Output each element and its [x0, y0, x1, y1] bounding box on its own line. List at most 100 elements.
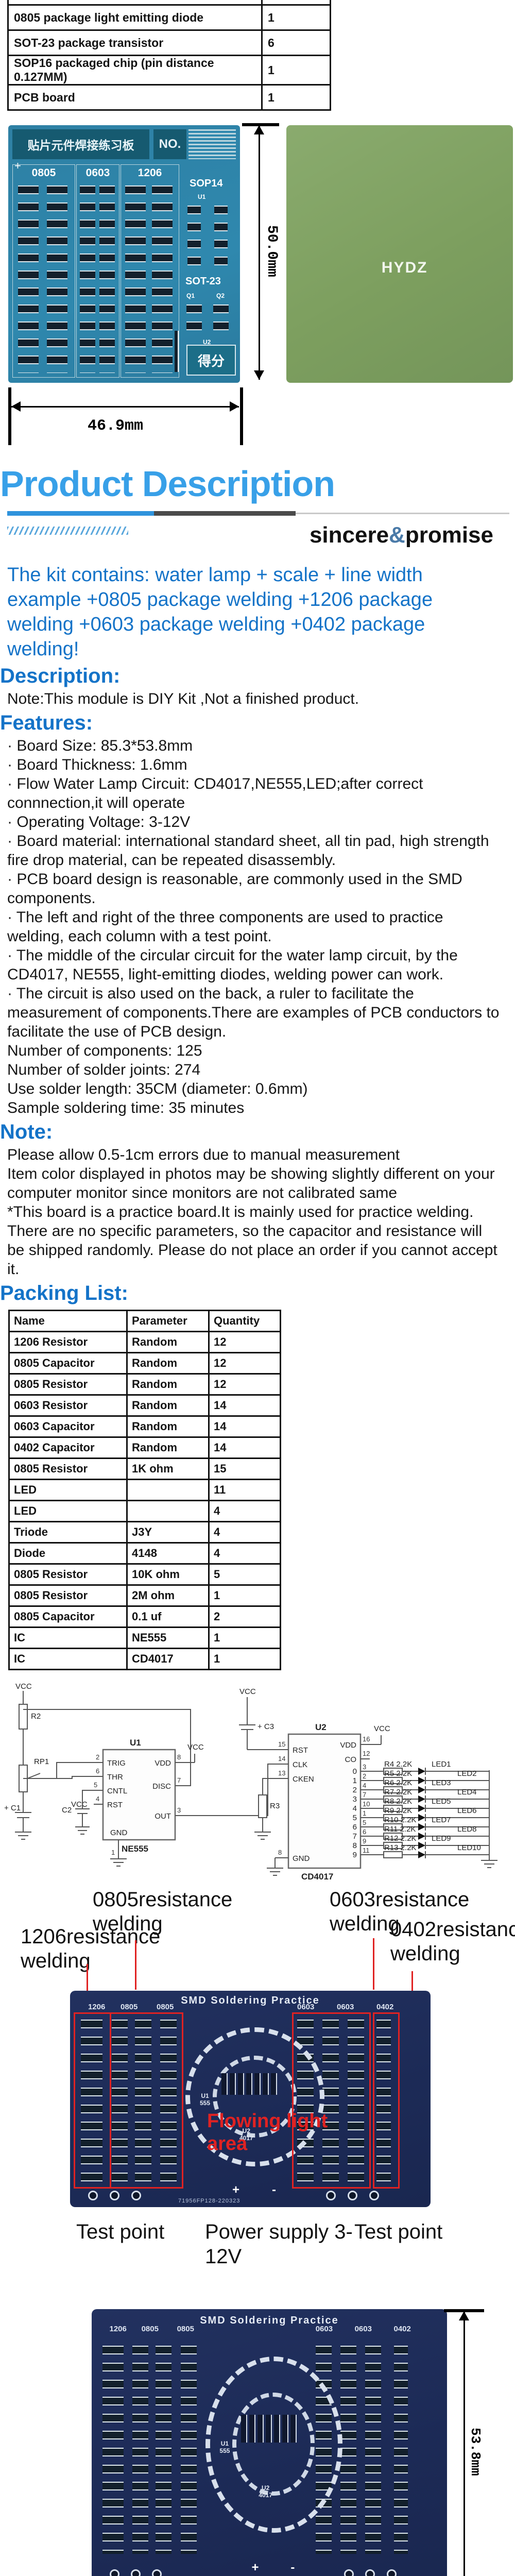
packing-name: 0603 Capacitor [8, 1415, 128, 1438]
highlight-0402 [373, 2012, 400, 2189]
group-label: 0603 [337, 2003, 354, 2012]
brand-part2: promise [405, 522, 493, 548]
led-label: LED8 [457, 1825, 477, 1834]
group-label: 0603 [315, 2324, 333, 2333]
caption-test-point-right: Test point [354, 2221, 443, 2243]
component-name: SOT-23 package transistor [7, 29, 263, 56]
packing-parameter: 10K ohm [126, 1563, 210, 1586]
packing-qty: 12 [208, 1373, 281, 1396]
rst-vcc-label: VCC [71, 1800, 88, 1809]
led-symbol [418, 1833, 425, 1840]
packing-parameter: Random [126, 1373, 210, 1396]
hatch-decoration [7, 527, 128, 535]
table-row: 0805 package light emitting diode 1 [7, 4, 331, 31]
packing-row: 0402 Capacitor Random 14 [8, 1436, 281, 1459]
col-label: 0805 [31, 167, 56, 179]
pcb-stripe-area [188, 129, 236, 159]
center-pads [221, 2073, 279, 2095]
packing-qty: 4 [208, 1542, 281, 1565]
packing-row: Triode J3Y 4 [8, 1521, 281, 1544]
pad-column [18, 182, 39, 373]
features-heading: Features: [0, 711, 93, 734]
packing-qty: 14 [208, 1436, 281, 1459]
sot-pads [186, 301, 202, 332]
packing-parameter [126, 1479, 210, 1501]
col-label: 0603 [85, 167, 110, 179]
packing-name: 0805 Resistor [8, 1458, 128, 1480]
pcb-back-small: HYDZ [286, 125, 513, 383]
circuit-schematic: VCC R2 RP1 + C1 U1 NE555 2 TRIG 6 THR 5 … [4, 1682, 497, 1882]
minus-pad: - [272, 2183, 276, 2197]
gnd-symbol [15, 1832, 31, 1840]
led-symbol [418, 1768, 425, 1775]
note-item: *This board is a practice board.It is ma… [7, 1204, 497, 1278]
pin-name: 7 [353, 1832, 357, 1841]
pin-name: 9 [353, 1851, 357, 1859]
highlight-0603 [291, 2012, 371, 2189]
test-point-pad [344, 2569, 354, 2576]
dim-cap [240, 387, 243, 445]
ic-pads-right [214, 202, 228, 269]
wire-disc-loop [23, 1709, 191, 1786]
packing-qty: 12 [208, 1331, 281, 1353]
packing-heading: Packing List: [0, 1282, 128, 1304]
feature-item: · Board Thickness: 1.6mm [7, 756, 187, 773]
feature-item: · Operating Voltage: 3-12V [7, 814, 191, 831]
description-heading: Description: [0, 665, 121, 687]
dim-line-46mm [11, 406, 239, 408]
dim-label-width: 46.9mm [88, 417, 144, 435]
score-box: 得分 [186, 345, 236, 376]
packing-table: Name Parameter Quantity 1206 Resistor Ra… [8, 1310, 281, 1670]
pin-name: VDD [340, 1741, 356, 1750]
packing-row: 0805 Resistor 2M ohm 1 [8, 1584, 281, 1607]
pad-column [322, 2016, 339, 2181]
packing-name: 0805 Resistor [8, 1373, 128, 1396]
board-title: SMD Soldering Practice [200, 2314, 339, 2326]
brand-amp: & [389, 522, 405, 548]
table-row: SOT-23 package transistor 6 [7, 29, 331, 56]
test-point-pad [131, 2191, 141, 2201]
packing-row: 1206 Resistor Random 12 [8, 1331, 281, 1353]
resistor-r2 [19, 1704, 28, 1730]
led-symbol [418, 1851, 425, 1858]
pin-name: DISC [152, 1782, 171, 1791]
packing-name: Triode [8, 1521, 128, 1544]
group-label: 1206 [109, 2324, 127, 2333]
table-row-clipped [7, 0, 331, 6]
annotation-1206: 1206resistance welding [21, 1925, 161, 1972]
pad-column [111, 2016, 128, 2181]
dim-cap [444, 2309, 484, 2312]
packing-row: 0603 Capacitor Random 14 [8, 1415, 281, 1438]
u1-part: NE555 [122, 1844, 148, 1854]
led-ring-inner [232, 2393, 315, 2496]
led-symbol [418, 1786, 425, 1793]
leader-line [135, 1940, 136, 1990]
ic-pads-left [187, 202, 201, 269]
minus-pad: - [290, 2560, 295, 2574]
dim-line-53mm [464, 2311, 465, 2576]
feature-item: · The left and right of the three compon… [7, 909, 443, 945]
caption-power-supply: Power supply 3-12V [205, 2221, 353, 2268]
rp1-label: RP1 [34, 1757, 49, 1766]
pin-num: 2 [363, 1772, 366, 1780]
pin-num: 7 [363, 1791, 366, 1799]
gnd-symbol [110, 1858, 127, 1867]
pin-name: 3 [353, 1795, 357, 1804]
gnd-symbol [481, 1860, 497, 1868]
header-name: Name [8, 1310, 128, 1332]
sot-pads [213, 301, 229, 332]
pad-column [376, 2016, 391, 2181]
led-symbol [418, 1805, 425, 1812]
table-row: SOP16 packaged chip (pin distance 0.127M… [7, 55, 331, 86]
logo-row: sincere&promise [7, 522, 508, 552]
u2-silk: U2 4017 [259, 2484, 272, 2499]
u1-ref: U1 [198, 193, 206, 200]
features-list: · Board Size: 85.3*53.8mm· Board Thickne… [7, 736, 503, 1117]
pin-num: 16 [363, 1735, 370, 1743]
packing-name: 0805 Capacitor [8, 1605, 128, 1628]
packing-header-row: Name Parameter Quantity [8, 1310, 281, 1332]
packing-parameter: Random [126, 1352, 210, 1375]
led-ring-inner [212, 2056, 297, 2138]
pin-num: 3 [363, 1763, 366, 1771]
